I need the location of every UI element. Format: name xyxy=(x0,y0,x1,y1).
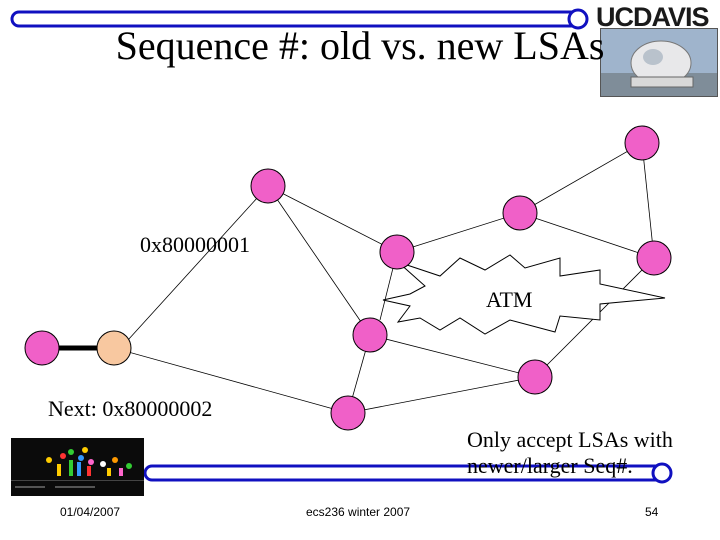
router-node xyxy=(518,360,552,394)
link xyxy=(397,213,520,252)
slide-title: Sequence #: old vs. new LSAs xyxy=(0,22,720,69)
link xyxy=(348,377,535,413)
link xyxy=(268,186,397,252)
footer-date: 01/04/2007 xyxy=(60,505,120,519)
thumbnail-graphic xyxy=(11,438,144,496)
note-line-2: newer/larger Seq#. xyxy=(467,453,633,479)
next-sequence-label: Next: 0x80000002 xyxy=(48,396,212,422)
link xyxy=(520,143,642,213)
router-node xyxy=(637,241,671,275)
decorative-thumbnail xyxy=(11,438,144,496)
link xyxy=(370,335,535,377)
note-line-1: Only accept LSAs with xyxy=(467,427,673,453)
router-node-origin xyxy=(97,331,131,365)
atm-label: ATM xyxy=(486,287,532,313)
router-node xyxy=(331,396,365,430)
router-node xyxy=(25,331,59,365)
old-sequence-label: 0x80000001 xyxy=(140,232,250,258)
router-node xyxy=(625,126,659,160)
link xyxy=(128,186,268,340)
router-node xyxy=(380,235,414,269)
router-node xyxy=(251,169,285,203)
router-node xyxy=(353,318,387,352)
link xyxy=(268,186,370,335)
router-node xyxy=(503,196,537,230)
footer-page-number: 54 xyxy=(645,505,658,519)
footer-course: ecs236 winter 2007 xyxy=(306,505,410,519)
link xyxy=(520,213,654,258)
